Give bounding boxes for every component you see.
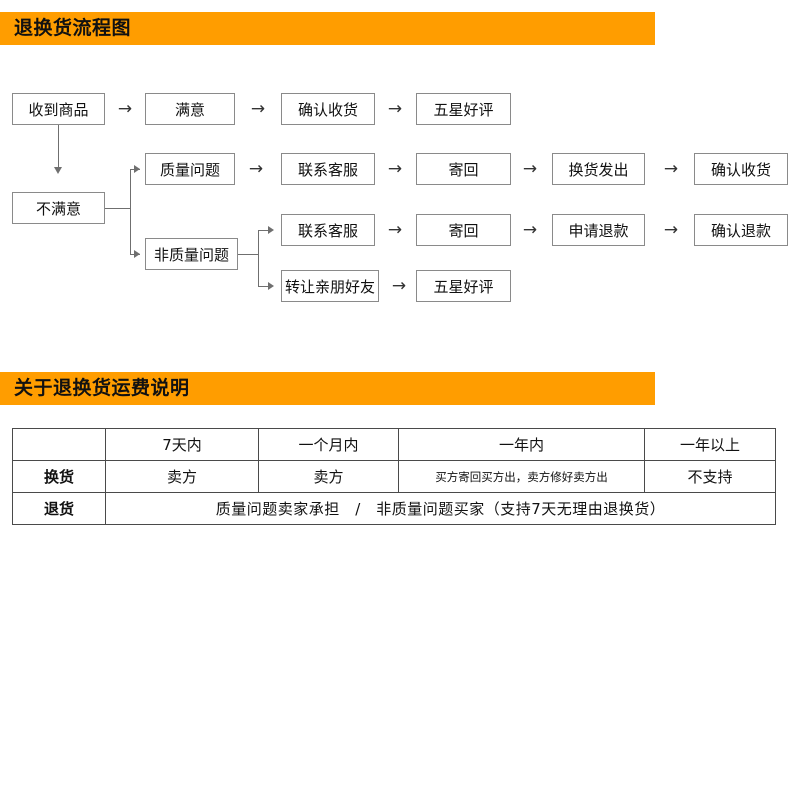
arrowhead-right-icon [268,226,274,234]
flow-arrow-icon: → [663,220,679,240]
flow-node-contact-cs-1[interactable]: 联系客服 [281,153,375,185]
flow-arrow-icon: → [387,159,403,179]
fee-section-header: 关于退换货运费说明 [0,372,655,405]
flow-node-contact-cs-2[interactable]: 联系客服 [281,214,375,246]
table-header-row: 7天内 一个月内 一年内 一年以上 [12,428,776,461]
arrowhead-right-icon [134,250,140,258]
fee-section-title: 关于退换货运费说明 [14,377,190,399]
table-header-cell-over1year: 一年以上 [644,428,776,461]
connector-unsatisfied-spine [130,169,131,254]
arrowhead-right-icon [134,165,140,173]
flow-arrow-icon: → [522,159,538,179]
flow-arrow-icon: → [387,99,403,119]
flow-node-five-star-1[interactable]: 五星好评 [416,93,511,125]
connector-received-to-unsatisfied [58,125,59,170]
flow-node-quality-issue[interactable]: 质量问题 [145,153,235,185]
connector-to-contact-cs-2 [258,230,271,231]
table-row: 退货 质量问题卖家承担 / 非质量问题买家（支持7天无理由退换货） [12,492,776,525]
arrowhead-right-icon [268,282,274,290]
table-header-cell-1month: 一个月内 [258,428,399,461]
flow-arrow-icon: → [117,99,133,119]
flow-arrow-icon: → [248,159,264,179]
flow-arrow-icon: → [522,220,538,240]
flow-node-confirm-receipt-2[interactable]: 确认收货 [694,153,788,185]
table-cell-exchange-1month: 卖方 [258,460,399,493]
flow-node-unsatisfied[interactable]: 不满意 [12,192,105,224]
flow-node-send-back-1[interactable]: 寄回 [416,153,511,185]
table-row: 换货 卖方 卖方 买方寄回买方出，卖方修好卖方出 不支持 [12,460,776,493]
flow-node-confirm-receipt[interactable]: 确认收货 [281,93,375,125]
table-rowhead-exchange: 换货 [12,460,106,493]
flow-node-non-quality-issue[interactable]: 非质量问题 [145,238,238,270]
flow-node-received[interactable]: 收到商品 [12,93,105,125]
flow-arrow-icon: → [250,99,266,119]
table-cell-exchange-over1year: 不支持 [644,460,776,493]
connector-to-transfer-friend [258,286,271,287]
table-header-cell-1year: 一年内 [398,428,645,461]
returns-flowchart: 收到商品 → 满意 → 确认收货 → 五星好评 质量问题 → 联系客服 → 寄回… [0,0,800,360]
flow-arrow-icon: → [387,220,403,240]
shipping-fee-table: 7天内 一个月内 一年内 一年以上 换货 卖方 卖方 买方寄回买方出，卖方修好卖… [12,428,776,525]
connector-non-quality-stub [238,254,258,255]
connector-unsatisfied-stub [105,208,130,209]
flowchart-section-title: 退换货流程图 [14,17,132,39]
table-rowhead-return: 退货 [12,492,106,525]
flow-arrow-icon: → [663,159,679,179]
flow-node-five-star-2[interactable]: 五星好评 [416,270,511,302]
flow-node-transfer-friend[interactable]: 转让亲朋好友 [281,270,379,302]
connector-non-quality-spine [258,230,259,286]
table-cell-return-policy: 质量问题卖家承担 / 非质量问题买家（支持7天无理由退换货） [105,492,776,525]
arrowhead-down-icon [54,167,62,174]
table-cell-exchange-1year: 买方寄回买方出，卖方修好卖方出 [398,460,645,493]
table-header-cell-7days: 7天内 [105,428,259,461]
flow-node-satisfied[interactable]: 满意 [145,93,235,125]
flow-node-apply-refund[interactable]: 申请退款 [552,214,645,246]
flow-node-exchange-sent[interactable]: 换货发出 [552,153,645,185]
table-header-cell-blank [12,428,106,461]
flow-node-send-back-2[interactable]: 寄回 [416,214,511,246]
flow-arrow-icon: → [391,276,407,296]
flowchart-section-header: 退换货流程图 [0,12,655,45]
flow-node-confirm-refund[interactable]: 确认退款 [694,214,788,246]
table-cell-exchange-7days: 卖方 [105,460,259,493]
